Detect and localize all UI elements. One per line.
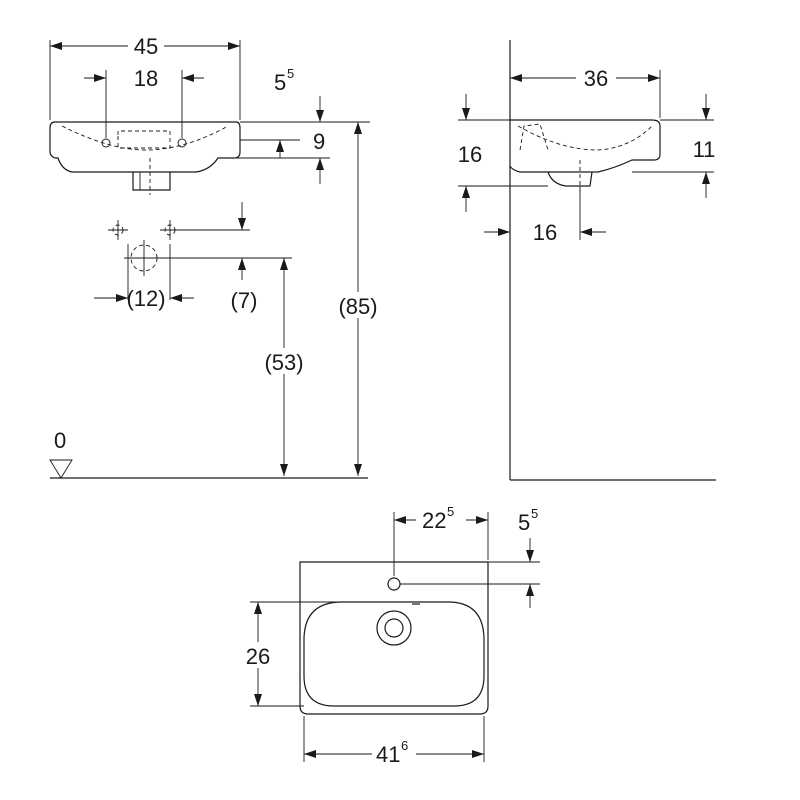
dim-tap-back-sup: 5 xyxy=(531,506,538,521)
front-bowl-hidden xyxy=(61,125,229,151)
side-basin-profile xyxy=(509,119,661,173)
front-view: 45 18 5 5 9 xyxy=(49,34,384,479)
dim-tap-back: 5 xyxy=(518,510,530,535)
top-tap-hole xyxy=(387,577,401,591)
front-basin-outline xyxy=(49,121,241,173)
dim-tap-offset-sup: 5 xyxy=(447,504,454,519)
dim-total-height-85: (85) xyxy=(338,294,377,319)
dim-bowl-depth-9: 9 xyxy=(313,129,325,154)
top-basin-outline xyxy=(299,561,489,715)
top-waste-inner xyxy=(384,618,404,638)
dim-width-45: 45 xyxy=(134,34,158,59)
top-view: 22 5 5 5 26 41 6 xyxy=(238,504,540,767)
dim-tap-offset: 22 xyxy=(422,508,446,533)
dim-waste-rise-7: (7) xyxy=(231,288,258,313)
dim-width-41: 41 xyxy=(376,742,400,767)
dim-rim-offset-sup: 5 xyxy=(287,66,294,81)
top-waste-outer xyxy=(376,610,412,646)
front-tap-hole-left xyxy=(101,138,111,148)
dim-waste-spacing-12: (12) xyxy=(126,286,165,311)
floor-datum-label: 0 xyxy=(54,428,66,453)
front-waste-outlet xyxy=(132,172,171,191)
dim-projection-36: 36 xyxy=(584,66,608,91)
front-overflow-slot xyxy=(117,130,171,149)
dim-width-41-sup: 6 xyxy=(401,738,408,753)
dim-waste-height-53: (53) xyxy=(264,350,303,375)
waste-tap-crosses xyxy=(108,220,180,300)
dim-height-right-11: 11 xyxy=(693,137,716,162)
dim-height-left-16: 16 xyxy=(458,142,482,167)
floor-datum-icon xyxy=(49,459,73,479)
dim-depth-26: 26 xyxy=(246,644,270,669)
dim-waste-offset-16: 16 xyxy=(533,220,557,245)
front-tap-hole-right xyxy=(177,138,187,148)
side-view: 36 16 11 16 xyxy=(458,40,716,481)
dim-rim-offset: 5 xyxy=(274,70,286,95)
dim-tap-spacing-18: 18 xyxy=(134,66,158,91)
top-bowl-outline xyxy=(303,601,485,707)
side-waste-outlet xyxy=(547,171,593,187)
